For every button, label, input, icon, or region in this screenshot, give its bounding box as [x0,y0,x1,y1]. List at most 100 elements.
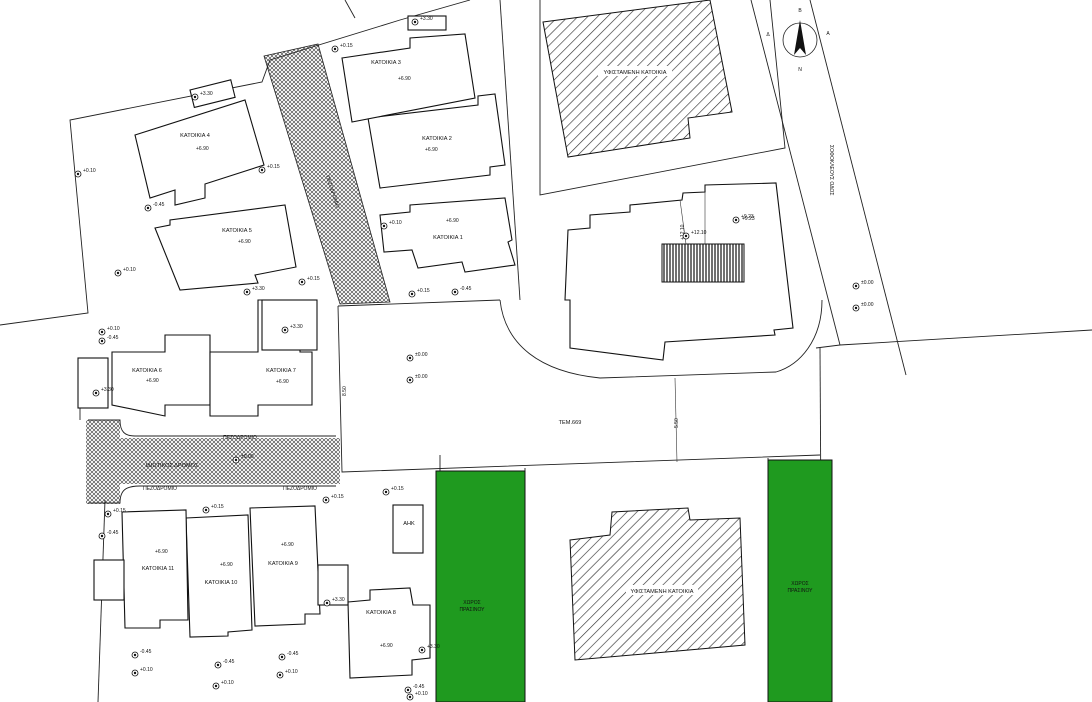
plot-building [564,182,794,361]
green-area-right [767,459,833,702]
elevation-value: -0.45 [460,286,472,292]
private-road-label: ΙΔΙΩΤΙΚΟΣ ΔΡΟΜΟΣ [146,463,199,469]
elevation-marker-dot [410,292,414,296]
elevation-value: -0.45 [107,530,119,536]
elevation-marker-dot [300,280,304,284]
house-7-level: +6.90 [276,379,289,385]
elevation-value: +3.30 [200,91,213,97]
green-area-left [435,470,526,702]
green-right-line2: ΠΡΑΣΙΝΟΥ [787,588,813,594]
svg-text:ΠΡΑΣΙΝΟΥ: ΠΡΑΣΙΝΟΥ [459,607,485,613]
elevation-marker-dot [406,688,410,692]
elevation-value: +3.30 [420,16,433,22]
elevation-marker-dot [278,673,282,677]
elevation-value: -0.45 [287,651,299,657]
elevation-marker-dot [333,47,337,51]
elevation-marker-dot [324,498,328,502]
elevation-marker-dot [413,20,417,24]
house-9-level: +6.90 [281,542,294,548]
house-2: ΚΑΤΟΙΚΙΑ 2 +6.90 [367,93,506,189]
house-7-label: ΚΑΤΟΙΚΙΑ 7 [266,368,296,374]
elevation-marker-dot [280,655,284,659]
elevation-marker-dot [283,328,287,332]
existing-house-top-label: ΥΦΙΣΤΑΜΕΝΗ ΚΑΤΟΙΚΙΑ [604,70,667,76]
elevation-marker-dot [100,330,104,334]
house-1-level: +6.90 [446,218,459,224]
elevation-marker-dot [234,458,238,462]
compass-d: Δ [766,32,770,38]
elevation-marker-dot [100,339,104,343]
elevation-value: +0.15 [391,486,404,492]
elevation-value: +0.15 [307,276,320,282]
house-5-level: +6.90 [238,239,251,245]
house-6-label: ΚΑΤΟΙΚΙΑ 6 [132,368,162,374]
house-2-level: +6.90 [425,147,438,153]
elevation-marker-dot [854,284,858,288]
elevation-marker-dot [216,663,220,667]
elevation-value: -0.45 [107,335,119,341]
pedestrian-label-1: ΠΕΖΟΔΡΟΜΙΟ [223,435,257,441]
compass-n: N [798,67,802,73]
houses: ΚΑΤΟΙΚΙΑ 1 +6.90 ΚΑΤΟΙΚΙΑ 2 +6.90 ΚΑΤΟΙΚ… [77,15,516,679]
house-4-level: +6.90 [196,146,209,152]
elevation-value: +3.30 [332,597,345,603]
elevation-marker-dot [408,378,412,382]
elevation-marker-dot [133,653,137,657]
house-8-label: ΚΑΤΟΙΚΙΑ 8 [366,610,396,616]
house-9-label: ΚΑΤΟΙΚΙΑ 9 [268,561,298,567]
elevation-value: +0.10 [123,267,136,273]
elevation-value: ±0.00 [861,302,874,308]
house-6: ΚΑΤΟΙΚΙΑ 6 +6.90 [111,334,211,417]
compass-a: A [826,31,830,37]
house-6-level: +6.90 [146,378,159,384]
house-8: ΚΑΤΟΙΚΙΑ 8 +6.90 [347,587,431,679]
house-9: ΚΑΤΟΙΚΙΑ 9 +6.90 [249,505,321,627]
dim-850: 8.50 [342,386,348,396]
house-11-level: +6.90 [155,549,168,555]
green-left-line1: ΧΩΡΟΣ [463,600,480,606]
elevation-value: +3.30 [290,324,303,330]
elevation-marker-dot [76,172,80,176]
svg-text:ΠΡΑΣΙΝΟΥ: ΠΡΑΣΙΝΟΥ [787,588,813,594]
house-10-label: ΚΑΤΟΙΚΙΑ 10 [205,580,238,586]
dim-1210: +12.10 [680,224,686,240]
plot-label: TEM.669 [559,420,582,426]
elevation-marker-dot [684,234,688,238]
house-3-label: ΚΑΤΟΙΚΙΑ 3 [371,60,401,66]
house-11: ΚΑΤΟΙΚΙΑ 11 +6.90 [121,509,189,629]
elevation-value: -0.45 [223,659,235,665]
house-4: ΚΑΤΟΙΚΙΑ 4 +6.90 [134,79,265,206]
elevation-marker-dot [260,168,264,172]
elevation-value: ±0.00 [241,454,254,460]
elevation-marker-dot [325,601,329,605]
elevation-value: +0.15 [331,494,344,500]
existing-house-bottom-label: ΥΦΙΣΤΑΜΕΝΗ ΚΑΤΟΙΚΙΑ [631,589,694,595]
elevation-value: +0.10 [221,680,234,686]
elevation-value: -0.45 [153,202,165,208]
elevation-marker-dot [100,534,104,538]
elevation-value: +0.15 [417,288,430,294]
elevation-marker-dot [116,271,120,275]
level-923: +9.23 [742,216,755,222]
elevation-marker-dot [734,218,738,222]
house-3-level: +6.90 [398,76,411,82]
house-5-label: ΚΑΤΟΙΚΙΑ 5 [222,228,252,234]
elevation-value: +0.10 [83,168,96,174]
elevation-value: +12.10 [691,230,707,236]
elevation-value: -0.45 [413,684,425,690]
house-3: ΚΑΤΟΙΚΙΑ 3 +6.90 [341,15,476,123]
elevation-value: ±0.00 [415,374,428,380]
elevation-value: +0.10 [107,326,120,332]
house-10: ΚΑΤΟΙΚΙΑ 10 +6.90 [185,514,253,638]
green-areas: ΧΩΡΟΣ ΠΡΑΣΙΝΟΥ ΧΩΡΟΣ ΠΡΑΣΙΝΟΥ [435,459,833,702]
elevation-marker-dot [204,508,208,512]
elevation-marker-dot [133,671,137,675]
elevation-value: +0.10 [415,691,428,697]
existing-house-top [542,0,733,158]
pedestrian-label-2: ΠΕΖΟΔΡΟΜΙΟ [143,486,177,492]
elevation-value: +0.10 [389,220,402,226]
green-right-line1: ΧΩΡΟΣ [791,581,808,587]
elevation-marker-dot [193,95,197,99]
